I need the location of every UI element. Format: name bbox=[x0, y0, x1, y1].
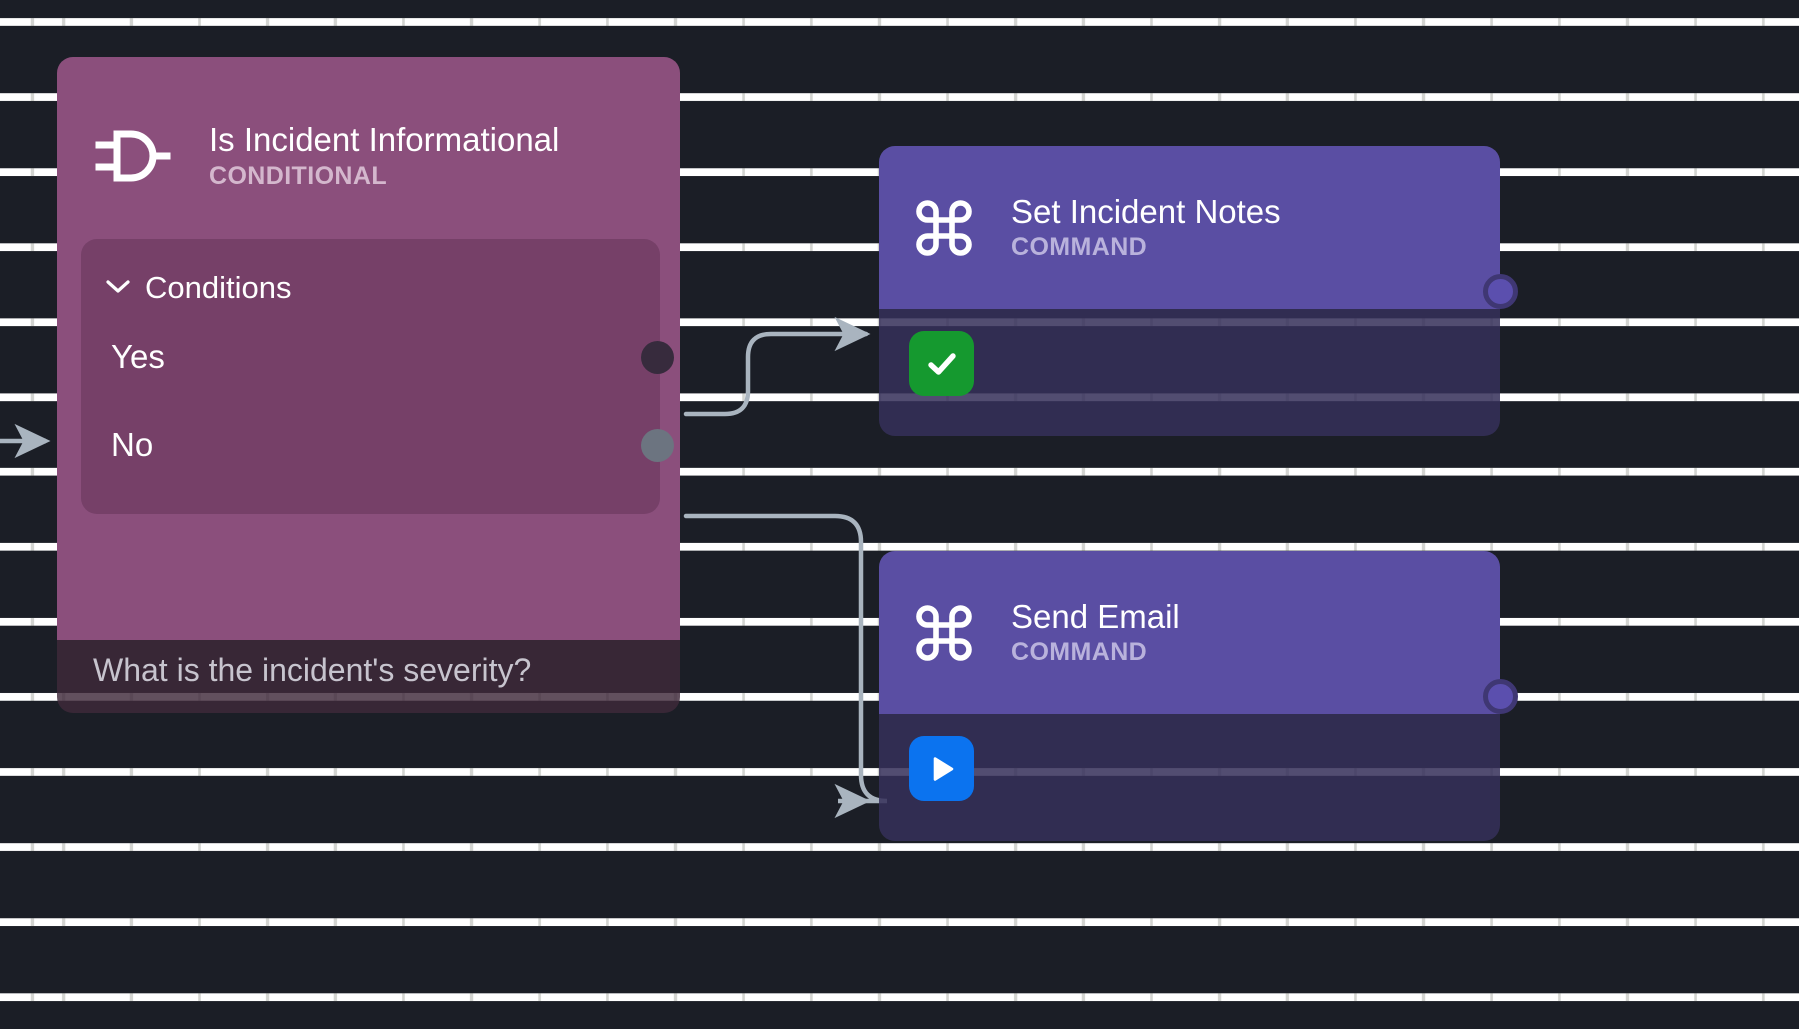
condition-label: No bbox=[111, 426, 154, 463]
node-title: Set Incident Notes bbox=[1011, 192, 1281, 230]
node-title: Is Incident Informational bbox=[209, 121, 560, 159]
output-port[interactable] bbox=[1483, 679, 1518, 714]
command-icon bbox=[915, 199, 973, 257]
command-node-body bbox=[879, 714, 1500, 841]
output-port-yes[interactable] bbox=[641, 340, 674, 374]
node-send-email[interactable]: Send Email COMMAND bbox=[879, 551, 1518, 841]
conditional-node-header: Is Incident Informational CONDITIONAL Co… bbox=[57, 57, 680, 640]
check-icon bbox=[927, 352, 956, 375]
output-port-no[interactable] bbox=[641, 428, 674, 462]
play-icon bbox=[933, 756, 953, 781]
command-node-header: Send Email COMMAND bbox=[879, 551, 1500, 714]
condition-label: Yes bbox=[111, 338, 165, 375]
logic-gate-icon bbox=[93, 127, 171, 185]
command-node-header: Set Incident Notes COMMAND bbox=[879, 146, 1500, 309]
node-set-incident-notes[interactable]: Set Incident Notes COMMAND bbox=[879, 146, 1518, 436]
conditions-panel[interactable]: Conditions Yes No bbox=[81, 239, 674, 514]
chevron-down-icon[interactable] bbox=[105, 278, 131, 299]
conditions-label: Conditions bbox=[145, 270, 292, 305]
node-is-incident-informational[interactable]: Is Incident Informational CONDITIONAL Co… bbox=[57, 57, 680, 713]
status-badge-check[interactable] bbox=[909, 331, 974, 396]
node-subtitle: COMMAND bbox=[1011, 638, 1148, 666]
incident-severity-question: What is the incident's severity? bbox=[93, 652, 532, 688]
node-subtitle: CONDITIONAL bbox=[209, 161, 387, 190]
node-subtitle: COMMAND bbox=[1011, 233, 1148, 261]
node-title: Send Email bbox=[1011, 597, 1180, 635]
conditions-panel-header[interactable]: Conditions bbox=[81, 263, 660, 313]
condition-row-yes[interactable]: Yes bbox=[81, 313, 674, 401]
command-node-body bbox=[879, 309, 1500, 436]
status-badge-play[interactable] bbox=[909, 736, 974, 801]
condition-row-no[interactable]: No bbox=[81, 401, 674, 489]
output-port[interactable] bbox=[1483, 274, 1518, 309]
command-icon bbox=[915, 604, 973, 662]
conditional-node-footer: What is the incident's severity? bbox=[57, 640, 680, 713]
